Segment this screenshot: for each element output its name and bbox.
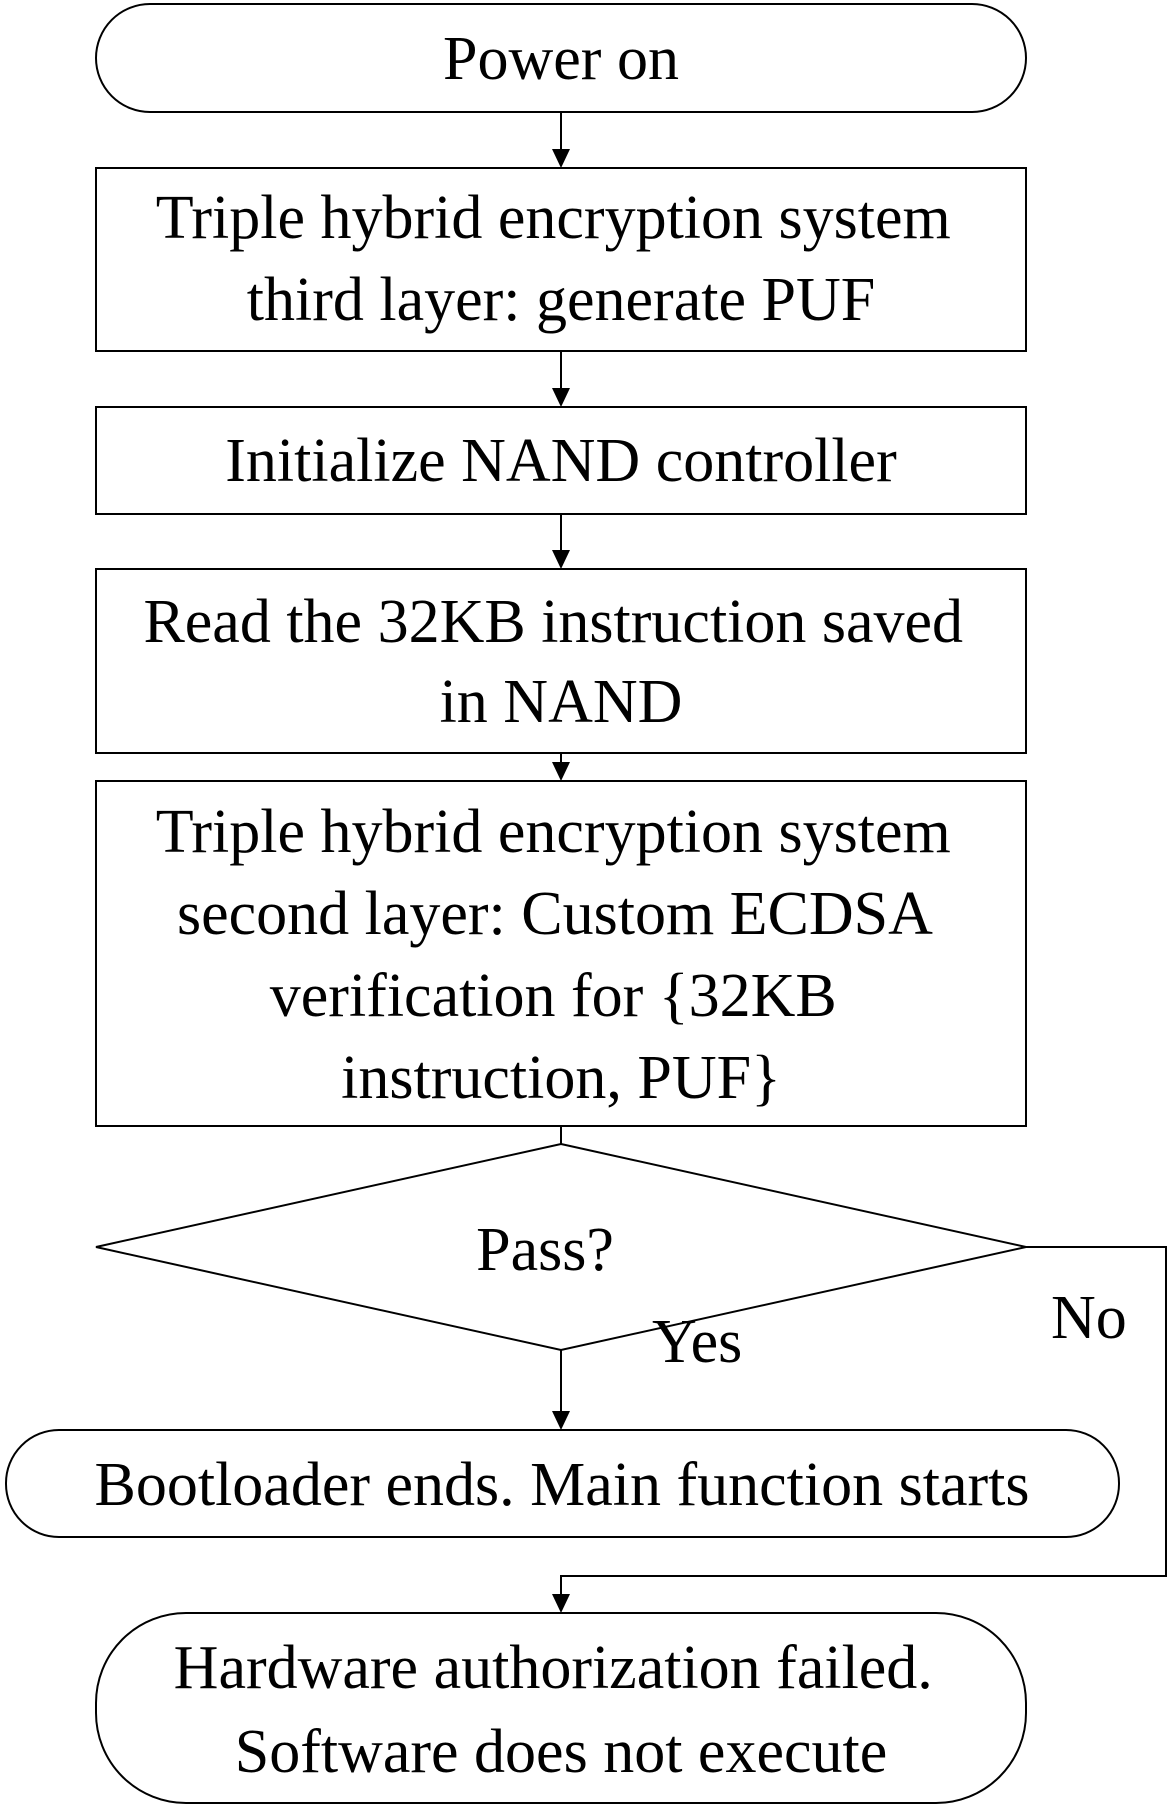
pass-decision-text: Pass? bbox=[476, 1216, 614, 1284]
bootloader-ends-terminal-text: Bootloader ends. Main function starts bbox=[95, 1451, 1030, 1519]
init-nand-step: Initialize NAND controller bbox=[95, 406, 1027, 515]
start-terminal-text: Power on bbox=[443, 25, 679, 93]
init-nand-step-text: Initialize NAND controller bbox=[225, 427, 897, 495]
connector-start-to-puf bbox=[552, 112, 570, 168]
arrowhead-icon bbox=[552, 149, 570, 168]
read-instruction-step: Read the 32KB instruction saved in NAND bbox=[95, 568, 1027, 754]
bootloader-ends-terminal: Bootloader ends. Main function starts bbox=[5, 1429, 1120, 1538]
connector-nand-to-read bbox=[552, 514, 570, 569]
arrowhead-icon bbox=[552, 762, 570, 781]
authorization-failed-terminal: Hardware authorization failed. Software … bbox=[95, 1612, 1027, 1804]
arrowhead-icon bbox=[552, 550, 570, 569]
connector-yes-branch bbox=[552, 1350, 570, 1430]
connector-no-branch bbox=[552, 1246, 1167, 1613]
generate-puf-step: Triple hybrid encryption system third la… bbox=[95, 167, 1027, 352]
no-branch-label: No bbox=[1051, 1284, 1127, 1352]
ecdsa-verification-step: Triple hybrid encryption system second l… bbox=[95, 780, 1027, 1127]
authorization-failed-terminal-text: Hardware authorization failed. Software … bbox=[174, 1634, 949, 1786]
arrowhead-icon bbox=[552, 1594, 570, 1613]
read-instruction-step-text: Read the 32KB instruction saved in NAND bbox=[143, 588, 978, 736]
connector-puf-to-nand bbox=[552, 351, 570, 407]
connector-read-to-ecdsa bbox=[552, 753, 570, 781]
arrowhead-icon bbox=[552, 1411, 570, 1430]
generate-puf-step-text: Triple hybrid encryption system third la… bbox=[156, 184, 967, 334]
pass-decision: Pass? bbox=[95, 1142, 1027, 1352]
ecdsa-verification-step-text: Triple hybrid encryption system second l… bbox=[156, 798, 967, 1112]
yes-branch-label: Yes bbox=[652, 1308, 742, 1376]
arrowhead-icon bbox=[552, 388, 570, 407]
start-terminal: Power on bbox=[95, 3, 1027, 113]
